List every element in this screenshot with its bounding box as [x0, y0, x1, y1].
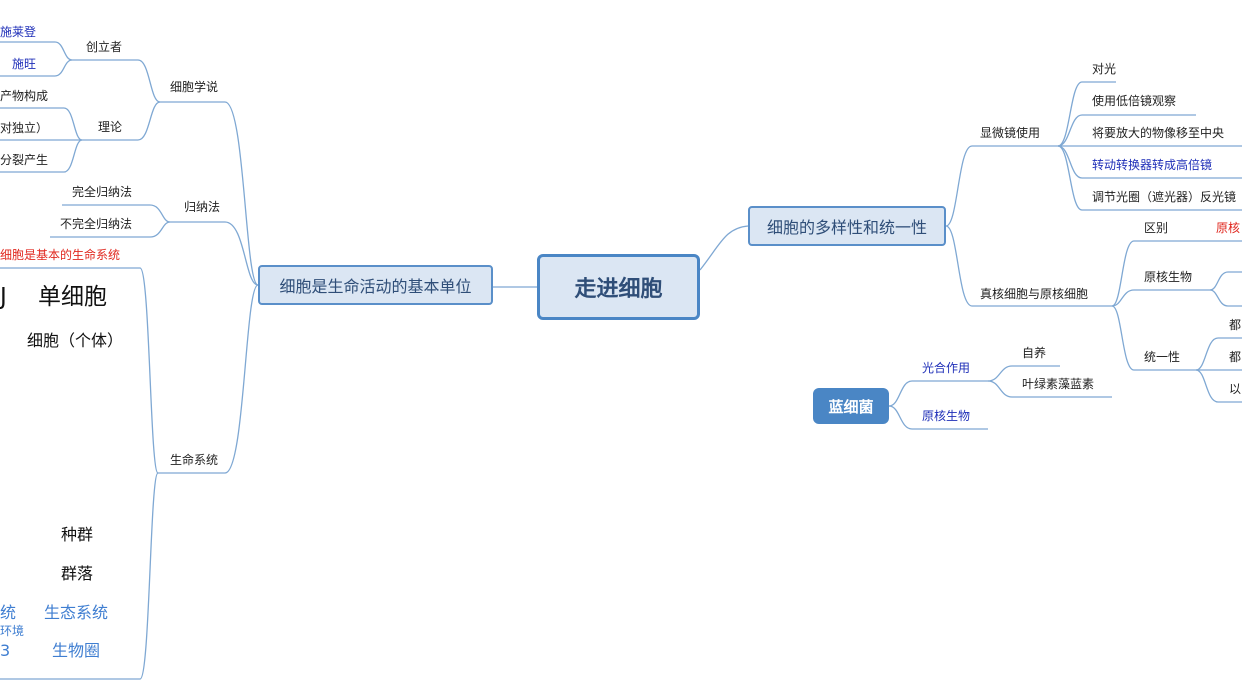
node-unity-item-2[interactable]: 都	[1229, 350, 1242, 364]
node-prokaryote[interactable]: 原核生物	[1144, 270, 1193, 284]
node-theory-content[interactable]: 理论	[98, 120, 123, 134]
node-founder-schwann[interactable]: 施旺	[12, 57, 37, 71]
node-theory-item-2[interactable]: 对独立）	[0, 121, 49, 135]
node-step-high-power[interactable]: 转动转换器转成高倍镜	[1092, 158, 1213, 172]
node-eu-pro-cells[interactable]: 真核细胞与原核细胞	[980, 287, 1089, 301]
topic-cell-basic-unit[interactable]: 细胞是生命活动的基本单位	[258, 265, 493, 305]
node-difference[interactable]: 区别	[1144, 221, 1169, 235]
node-incomplete-induction[interactable]: 不完全归纳法	[60, 217, 133, 231]
node-microscope-use[interactable]: 显微镜使用	[980, 126, 1041, 140]
floating-topic-cyanobacteria[interactable]: 蓝细菌	[813, 388, 889, 424]
node-step-center[interactable]: 将要放大的物像移至中央	[1092, 126, 1225, 140]
node-founder-schleiden[interactable]: 施莱登	[0, 25, 37, 39]
topic-diversity-unity[interactable]: 细胞的多样性和统一性	[748, 206, 946, 246]
life-level-biosphere-cut: 3	[0, 641, 11, 660]
node-complete-induction[interactable]: 完全归纳法	[72, 185, 133, 199]
node-life-system[interactable]: 生命系统	[170, 453, 219, 467]
life-level-cell-individual: 细胞（个体）	[27, 331, 124, 350]
node-theory-item-3[interactable]: 分裂产生	[0, 153, 49, 167]
node-floating-prokaryote[interactable]: 原核生物	[922, 409, 971, 423]
node-unity-item-1[interactable]: 都	[1229, 318, 1242, 332]
node-induction[interactable]: 归纳法	[184, 200, 221, 214]
life-level-cut-left: J	[0, 284, 7, 310]
node-difference-value[interactable]: 原核	[1216, 221, 1241, 235]
root-topic[interactable]: 走进细胞	[537, 254, 700, 320]
node-step-low-power[interactable]: 使用低倍镜观察	[1092, 94, 1177, 108]
node-theory-item-1[interactable]: 产物构成	[0, 89, 49, 103]
node-step-light[interactable]: 对光	[1092, 62, 1117, 76]
node-founders[interactable]: 创立者	[86, 40, 123, 54]
node-autotroph[interactable]: 自养	[1022, 346, 1047, 360]
life-level-biosphere: 生物圈	[52, 641, 101, 660]
life-level-ecosystem-cut: 统	[0, 603, 17, 622]
node-unity-item-3[interactable]: 以	[1229, 382, 1242, 396]
life-level-ecosystem: 生态系统	[44, 603, 109, 622]
node-unity[interactable]: 统一性	[1144, 350, 1181, 364]
node-pigments[interactable]: 叶绿素藻蓝素	[1022, 377, 1095, 391]
life-level-environment-cut: 环境	[0, 624, 25, 638]
node-life-system-header[interactable]: 细胞是基本的生命系统	[0, 248, 121, 262]
life-level-community: 群落	[61, 564, 94, 583]
node-photosynthesis[interactable]: 光合作用	[922, 361, 971, 375]
life-level-population: 种群	[61, 525, 94, 544]
node-step-aperture[interactable]: 调节光圈（遮光器）反光镜	[1092, 190, 1237, 204]
node-cell-theory[interactable]: 细胞学说	[170, 80, 219, 94]
life-level-unicell: 单细胞	[38, 284, 107, 310]
